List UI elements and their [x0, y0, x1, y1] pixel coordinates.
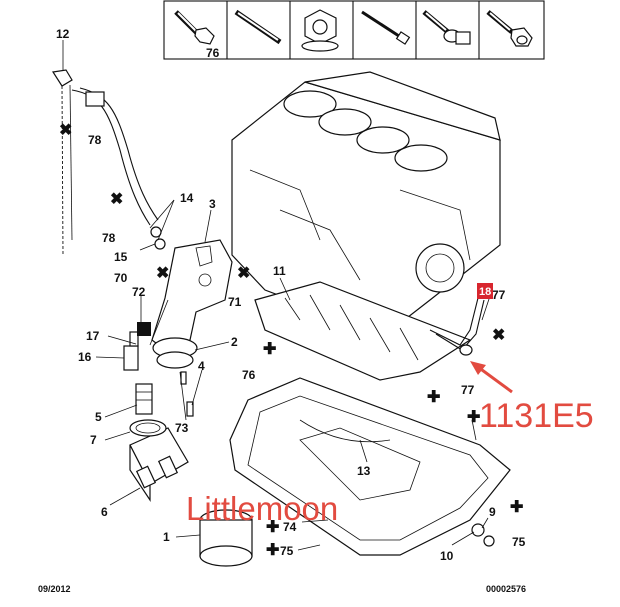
svg-text:✚: ✚ — [266, 519, 279, 536]
callout-75-left: 75 — [280, 544, 294, 558]
callout-10: 10 — [440, 549, 454, 563]
callout-12: 12 — [56, 27, 70, 41]
callout-76: 76 — [242, 368, 256, 382]
oil-cooler-block — [129, 427, 189, 502]
callout-73: 73 — [175, 421, 189, 435]
callout-11: 11 — [273, 264, 286, 278]
highlighted-part-18[interactable]: 18 — [477, 283, 493, 299]
dipstick-handle — [51, 69, 73, 87]
callout-72: 72 — [132, 285, 146, 299]
callout-9: 9 — [489, 505, 496, 519]
toolbox-frame — [163, 0, 545, 60]
leader-lines — [62, 40, 493, 551]
callout-71: 71 — [228, 295, 242, 309]
filter-seal — [129, 419, 167, 437]
oil-filter — [199, 509, 253, 567]
callout-2: 2 — [231, 335, 238, 349]
annotation-arrow — [470, 361, 513, 394]
svg-text:✚: ✚ — [510, 499, 523, 516]
cross-markers: ✖ ✖ ✖ ✖ ✖ — [59, 122, 505, 344]
svg-text:✖: ✖ — [110, 191, 123, 208]
callout-15: 15 — [114, 250, 128, 264]
callout-1: 1 — [163, 530, 170, 544]
footer-date: 09/2012 — [38, 584, 71, 594]
dipstick-assembly — [51, 69, 166, 256]
shouldered-bolt-icon — [486, 10, 533, 47]
oil-pump-body — [149, 239, 233, 369]
flange-bolt-icon — [174, 10, 215, 45]
engine-block — [231, 71, 501, 336]
baffle-plate — [254, 281, 472, 381]
svg-text:✖: ✖ — [492, 327, 505, 344]
plus-markers: ✚ ✚ ✚ ✚ ✚ ✚ — [263, 341, 523, 559]
callout-17: 17 — [86, 329, 100, 343]
pressure-sensor — [123, 331, 139, 371]
callout-78-mid: 78 — [102, 231, 116, 245]
oil-return-pipe — [429, 297, 485, 356]
callout-74: 74 — [283, 520, 297, 534]
dipstick-rod — [61, 85, 64, 256]
callout-7: 7 — [90, 433, 97, 447]
flange-nut-icon — [301, 9, 339, 52]
svg-text:✖: ✖ — [156, 265, 169, 282]
svg-text:✚: ✚ — [263, 341, 276, 358]
callout-13: 13 — [357, 464, 371, 478]
svg-text:✚: ✚ — [467, 409, 480, 426]
sender-switch — [137, 322, 151, 336]
callout-6: 6 — [101, 505, 108, 519]
footer-reference: 00002576 — [486, 584, 526, 594]
oil-sump — [229, 377, 511, 556]
part-18-badge — [477, 283, 493, 299]
callout-16: 16 — [78, 350, 92, 364]
long-bolt-icon — [361, 10, 411, 45]
svg-text:✖: ✖ — [237, 265, 250, 282]
callout-3: 3 — [209, 197, 216, 211]
part-code-label: 1131E5 — [479, 397, 594, 435]
cylinder-bores — [283, 90, 448, 172]
callout-14: 14 — [180, 191, 194, 205]
callout-labels: 12 78 14 3 78 15 70 72 71 11 17 2 16 76 … — [56, 27, 526, 563]
washer-bolt-icon — [422, 10, 471, 45]
svg-text:✚: ✚ — [427, 389, 440, 406]
callout-5: 5 — [95, 410, 102, 424]
stud-bolt-icon — [234, 9, 282, 45]
svg-text:✚: ✚ — [266, 542, 279, 559]
fastener-toolbox: 76 — [163, 0, 545, 60]
callout-77-lower: 77 — [461, 383, 475, 397]
callout-4: 4 — [198, 359, 205, 373]
part-18-number: 18 — [479, 286, 491, 298]
threaded-union — [135, 383, 153, 415]
callout-78-top: 78 — [88, 133, 102, 147]
svg-text:✖: ✖ — [59, 122, 72, 139]
toolbox-label-76: 76 — [206, 46, 220, 60]
small-pins — [180, 371, 194, 417]
callout-70: 70 — [114, 271, 128, 285]
callout-75-right: 75 — [512, 535, 526, 549]
callout-77-upper: 77 — [492, 288, 506, 302]
watermark-text: Littlemoon — [186, 490, 338, 527]
